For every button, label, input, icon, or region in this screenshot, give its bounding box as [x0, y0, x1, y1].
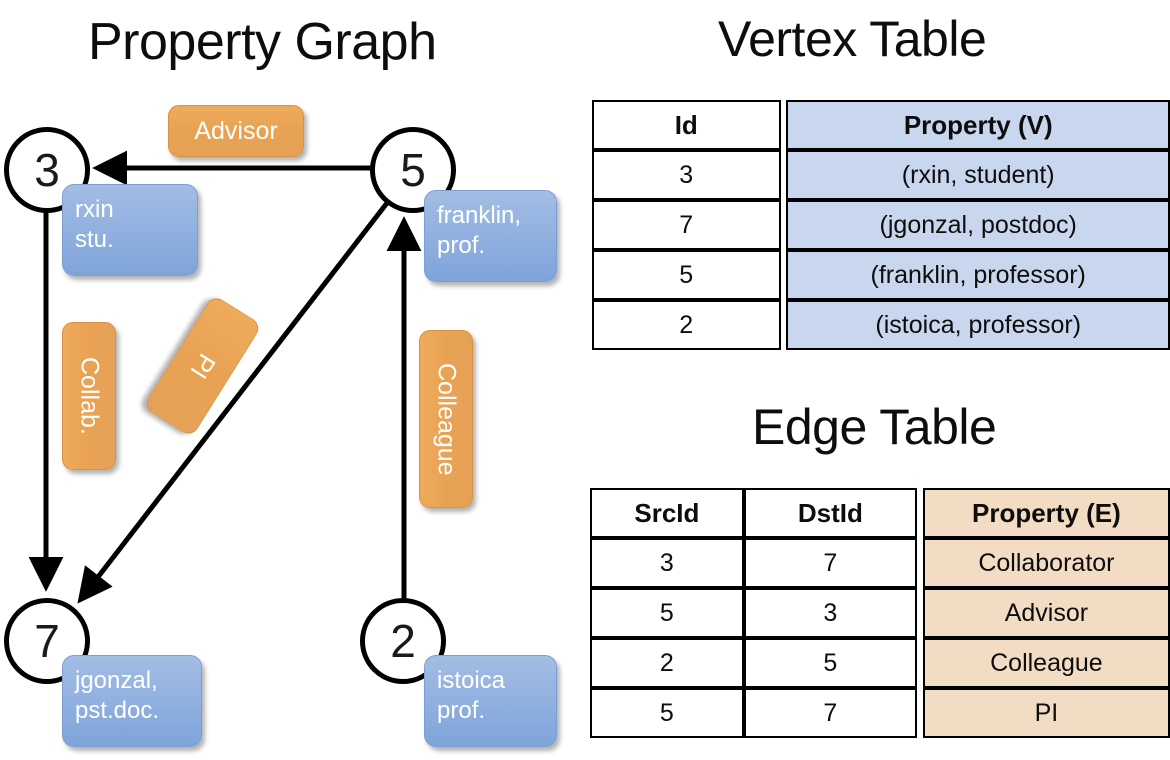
edge-property-cell: Colleague — [922, 638, 1170, 688]
graph-node-5[interactable]: 5 — [370, 127, 456, 213]
page-title-vertex-table: Vertex Table — [718, 11, 987, 67]
table-row[interactable]: 5 (franklin, professor) — [592, 250, 1170, 300]
edge-table-header-srcid: SrcId — [590, 488, 744, 538]
vertex-property-line: pst.doc. — [75, 697, 160, 724]
node-label: 2 — [390, 615, 416, 667]
vertex-property-line: prof. — [437, 697, 486, 724]
vertex-property-cell: (jgonzal, postdoc) — [786, 200, 1170, 250]
vertex-property-line: istoica — [437, 667, 506, 694]
page-title-edge-table: Edge Table — [752, 399, 997, 455]
edge-label-text: Colleague — [432, 362, 461, 476]
edge-dstid-cell: 7 — [743, 538, 917, 588]
vertex-property-box-3[interactable]: rxin stu. — [62, 184, 198, 276]
vertex-table: Id Property (V) 3 (rxin, student) 7 (jgo… — [592, 100, 1170, 350]
vertex-property-line: prof. — [437, 232, 486, 259]
graph-node-2[interactable]: 2 — [360, 598, 446, 684]
vertex-property-box-2[interactable]: istoica prof. — [424, 655, 557, 747]
vertex-property-line: franklin, — [437, 202, 522, 229]
vertex-property-cell: (istoica, professor) — [786, 300, 1170, 350]
table-header-row: SrcId DstId Property (E) — [590, 488, 1170, 538]
vertex-id-cell: 7 — [592, 200, 781, 250]
table-row[interactable]: 5 3 Advisor — [590, 588, 1170, 638]
edge-label-advisor[interactable]: Advisor — [168, 105, 304, 157]
node-label: 5 — [400, 144, 426, 196]
edge-srcid-cell: 3 — [590, 538, 744, 588]
property-graph-diagram: 3 5 7 2 rxin stu. franklin, prof. jgonza… — [0, 0, 580, 760]
vertex-id-cell: 5 — [592, 250, 781, 300]
node-label: 7 — [34, 615, 60, 667]
page-title-property-graph: Property Graph — [88, 13, 437, 71]
edge-label-text: PI — [184, 348, 222, 384]
table-row[interactable]: 3 7 Collaborator — [590, 538, 1170, 588]
vertex-table-header-id: Id — [592, 100, 781, 150]
edge-srcid-cell: 5 — [590, 688, 744, 738]
edge-table-header-property: Property (E) — [922, 488, 1170, 538]
vertex-property-box-5[interactable]: franklin, prof. — [424, 190, 557, 282]
edge-label-text: Advisor — [194, 116, 278, 145]
edge-dstid-cell: 7 — [743, 688, 917, 738]
edge-table-header-dstid: DstId — [743, 488, 917, 538]
table-row[interactable]: 2 5 Colleague — [590, 638, 1170, 688]
table-header-row: Id Property (V) — [592, 100, 1170, 150]
edge-5-to-7 — [77, 201, 389, 604]
vertex-id-cell: 3 — [592, 150, 781, 200]
vertex-id-cell: 2 — [592, 300, 781, 350]
edge-label-colleague[interactable]: Colleague — [419, 330, 473, 508]
edge-property-cell: PI — [922, 688, 1170, 738]
vertex-property-box-7[interactable]: jgonzal, pst.doc. — [62, 655, 202, 747]
vertex-property-line: jgonzal, — [75, 667, 158, 694]
edge-label-collab[interactable]: Collab. — [62, 322, 116, 470]
edge-dstid-cell: 3 — [743, 588, 917, 638]
edge-srcid-cell: 2 — [590, 638, 744, 688]
vertex-property-cell: (franklin, professor) — [786, 250, 1170, 300]
table-row[interactable]: 3 (rxin, student) — [592, 150, 1170, 200]
table-row[interactable]: 7 (jgonzal, postdoc) — [592, 200, 1170, 250]
edge-label-text: Collab. — [75, 357, 104, 435]
edge-dstid-cell: 5 — [743, 638, 917, 688]
vertex-property-cell: (rxin, student) — [786, 150, 1170, 200]
edge-srcid-cell: 5 — [590, 588, 744, 638]
vertex-property-line: rxin — [75, 196, 114, 223]
graph-edges-svg — [28, 150, 422, 604]
table-row[interactable]: 2 (istoica, professor) — [592, 300, 1170, 350]
table-row[interactable]: 5 7 PI — [590, 688, 1170, 738]
edge-table: SrcId DstId Property (E) 3 7 Collaborato… — [590, 488, 1170, 738]
node-label: 3 — [34, 144, 60, 196]
vertex-table-header-property: Property (V) — [786, 100, 1170, 150]
edge-property-cell: Collaborator — [922, 538, 1170, 588]
edge-property-cell: Advisor — [922, 588, 1170, 638]
vertex-property-line: stu. — [75, 226, 114, 253]
